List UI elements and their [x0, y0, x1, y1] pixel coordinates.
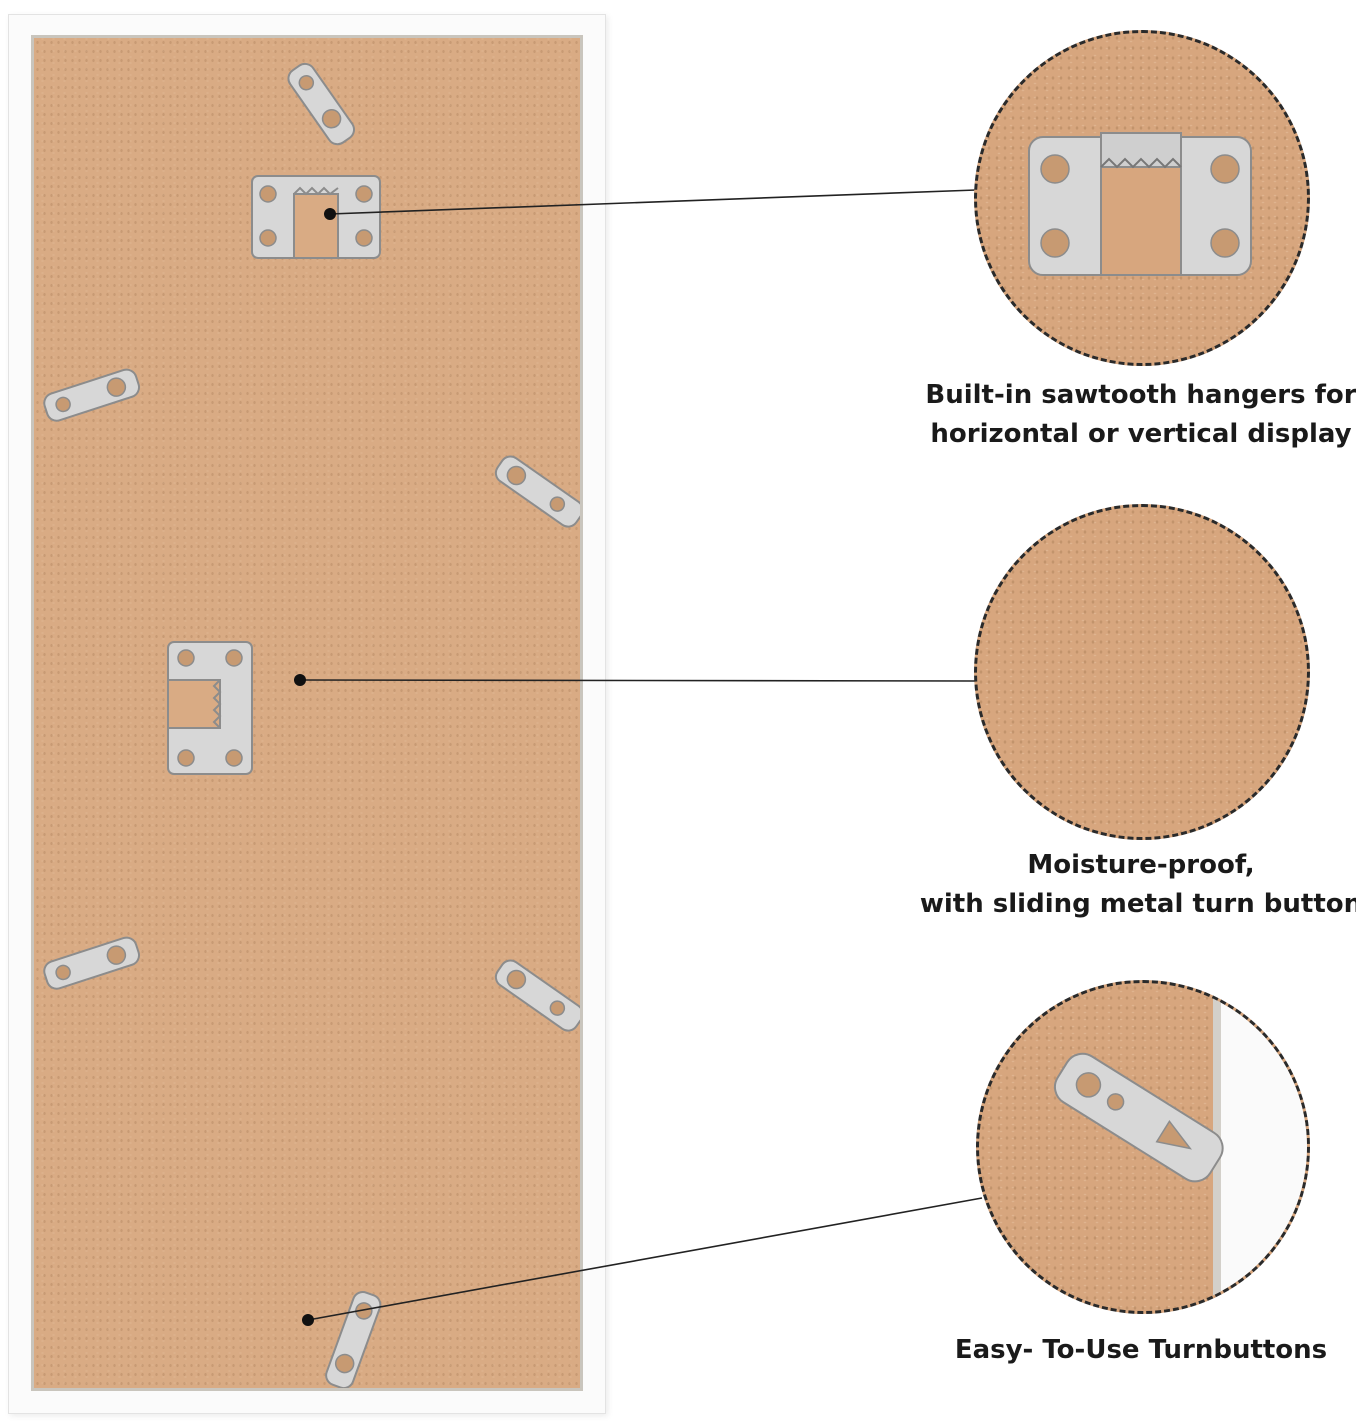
caption-turnbutton: Easy- To-Use Turnbuttons: [916, 1331, 1356, 1370]
turnbutton-left-upper-icon: [43, 368, 141, 422]
caption-hanger-line-1: Built-in sawtooth hangers for: [925, 380, 1356, 410]
backing-hardware: [43, 62, 584, 1390]
caption-turnbutton-line-1: Easy- To-Use Turnbuttons: [954, 1335, 1328, 1365]
turnbutton-bottom-icon: [325, 1291, 382, 1390]
callout-line-turnbutton: [307, 1197, 983, 1321]
fiberboard-backing: [31, 35, 584, 1391]
caption-backing-line-1: Moisture-proof,: [1027, 850, 1255, 880]
callout-line-backing: [299, 679, 977, 682]
zoom-circle-backing: [974, 504, 1310, 840]
sawtooth-hanger-top-icon: [251, 175, 381, 259]
caption-backing: Moisture-proof, with sliding metal turn …: [916, 846, 1356, 924]
caption-hanger-line-2: horizontal or vertical display: [930, 419, 1352, 449]
caption-hanger: Built-in sawtooth hangers for horizontal…: [916, 376, 1356, 454]
turnbutton-icon: [1053, 1052, 1224, 1183]
turnbutton-right-lower-icon: [494, 959, 584, 1032]
callout-line-hanger: [329, 189, 977, 215]
sawtooth-hanger-icon: [1028, 132, 1252, 276]
turnbutton-top-icon: [287, 62, 356, 146]
zoom-circle-hanger: [974, 30, 1310, 366]
frame-back: [8, 14, 606, 1414]
callout-dot-turnbutton: [302, 1314, 314, 1326]
turnbutton-right-upper-icon: [494, 455, 584, 528]
caption-backing-line-2: with sliding metal turn button: [919, 889, 1356, 919]
turnbutton-left-lower-icon: [43, 936, 141, 990]
sawtooth-hanger-middle-icon: [167, 641, 253, 775]
zoom-circle-turnbutton: [976, 980, 1310, 1314]
callout-dot-backing: [294, 674, 306, 686]
callout-dot-hanger: [324, 208, 336, 220]
frame-edge-detail: [1213, 983, 1307, 1311]
